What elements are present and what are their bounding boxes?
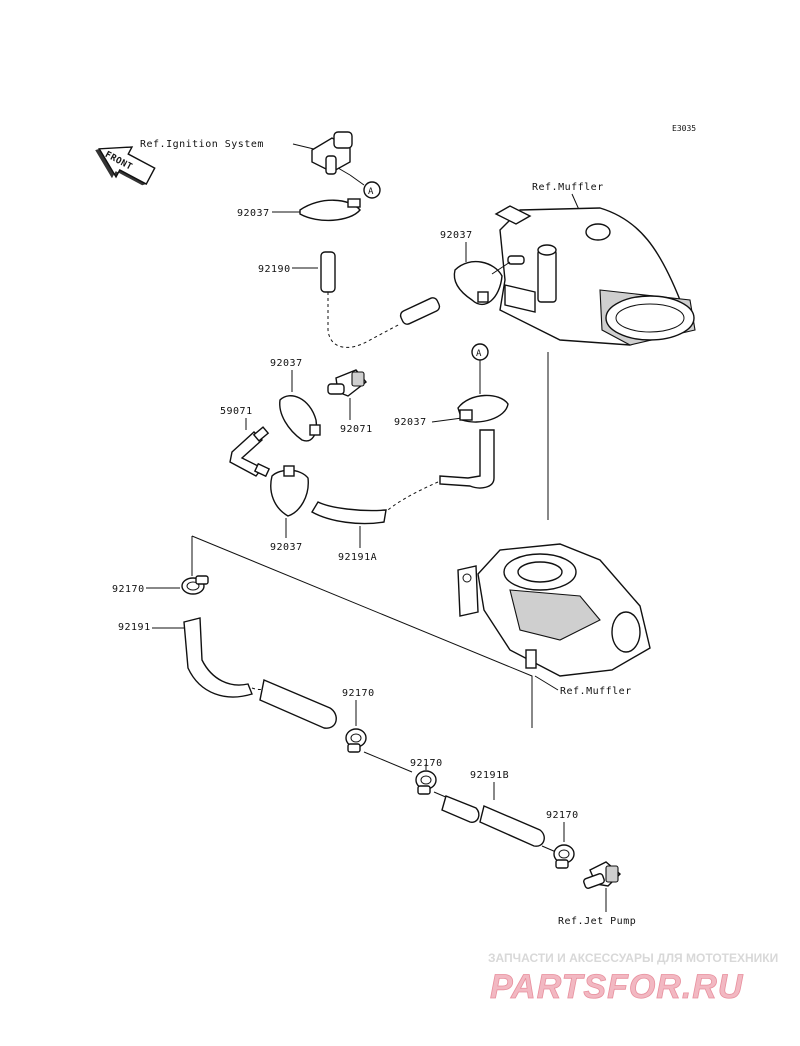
hose-clip-1: [181, 575, 209, 595]
ref-a-label-mid: A: [476, 349, 482, 359]
ref-muffler-bottom-label: Ref.Muffler: [560, 686, 632, 697]
part-92037-label-4: 92037: [394, 417, 427, 428]
watermark-tagline: ЗАПЧАСТИ И АКСЕССУАРЫ ДЛЯ МОТОТЕХНИКИ: [488, 951, 778, 965]
ref-a-circle-top: [363, 181, 381, 199]
hose-clip-3: [415, 770, 437, 795]
part-92071-label: 92071: [340, 424, 373, 435]
part-92190-label: 92190: [258, 264, 291, 275]
part-92170-label-1: 92170: [112, 584, 145, 595]
pipe-59071: [229, 426, 271, 478]
part-92170-label-4: 92170: [546, 810, 579, 821]
ignition-fitting: [311, 131, 353, 176]
band-clamp-1: [299, 198, 361, 222]
part-92191b-label: 92191B: [470, 770, 509, 781]
band-clamp-2: [453, 260, 503, 306]
hose-clip-2: [345, 728, 367, 753]
ref-muffler-top-label: Ref.Muffler: [532, 182, 604, 193]
hose-92191b: [441, 795, 545, 847]
part-92037-label-2: 92037: [440, 230, 473, 241]
diagram-code: E3035: [672, 124, 696, 133]
muffler-top: [494, 205, 696, 346]
hose-92190: [320, 251, 441, 348]
part-92037-label-3: 92037: [270, 358, 303, 369]
ref-jet-pump-label: Ref.Jet Pump: [558, 916, 636, 927]
part-92170-label-2: 92170: [342, 688, 375, 699]
front-arrow-icon: FRONT: [95, 146, 156, 186]
hose-92191: [183, 617, 337, 729]
band-clamp-4: [457, 394, 509, 423]
part-92037-label-1: 92037: [237, 208, 270, 219]
band-clamp-5: [270, 465, 309, 517]
ref-a-label-top: A: [368, 187, 374, 197]
ref-ignition-system-label: Ref.Ignition System: [140, 139, 264, 150]
jet-pump-fitting: [583, 861, 622, 889]
part-92170-label-3: 92170: [410, 758, 443, 769]
hose-clip-4: [553, 844, 575, 869]
hose-92191a: [311, 429, 495, 525]
band-clamp-3: [279, 395, 321, 442]
part-59071-label: 59071: [220, 406, 253, 417]
fitting-92071: [327, 369, 368, 397]
muffler-bottom: [457, 543, 651, 677]
part-92191a-label: 92191A: [338, 552, 377, 563]
part-92191-label: 92191: [118, 622, 151, 633]
part-92037-label-5: 92037: [270, 542, 303, 553]
watermark-logo: PARTSFOR.RU: [490, 968, 744, 1006]
